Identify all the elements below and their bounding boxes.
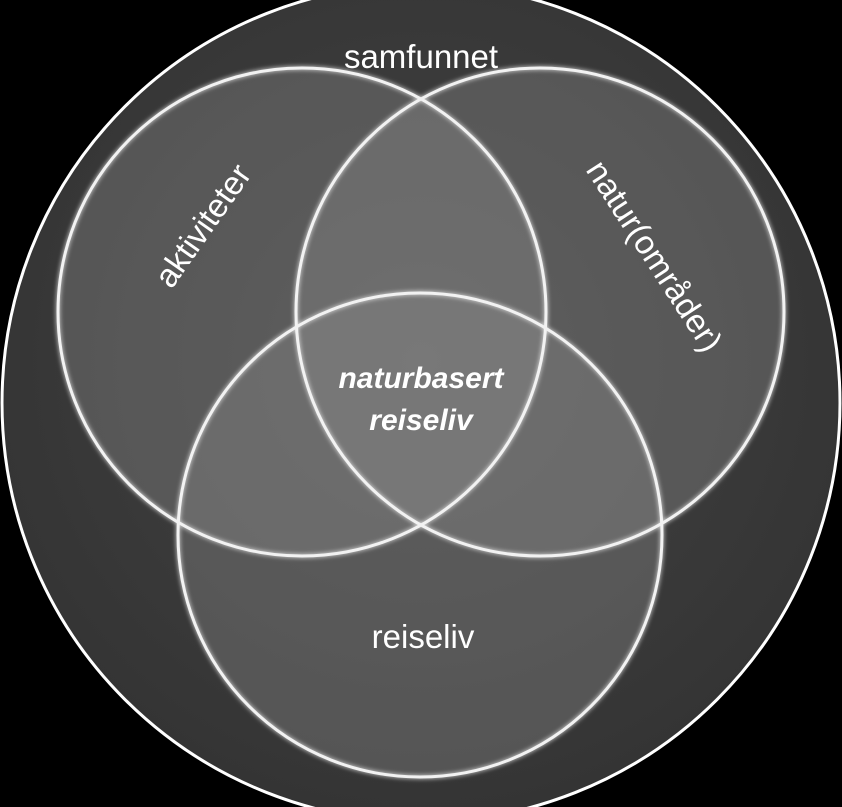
circle-outlines: [56, 66, 786, 779]
label-reiseliv: reiseliv: [372, 618, 475, 655]
label-center-line2: reiseliv: [369, 404, 475, 437]
circle-natur: [296, 68, 784, 556]
label-center-line1: naturbasert: [338, 362, 505, 395]
label-samfunnet: samfunnet: [344, 38, 498, 75]
circle-aktiviteter: [58, 68, 546, 556]
inner-circles: [58, 68, 784, 777]
circle-reiseliv: [178, 293, 662, 777]
